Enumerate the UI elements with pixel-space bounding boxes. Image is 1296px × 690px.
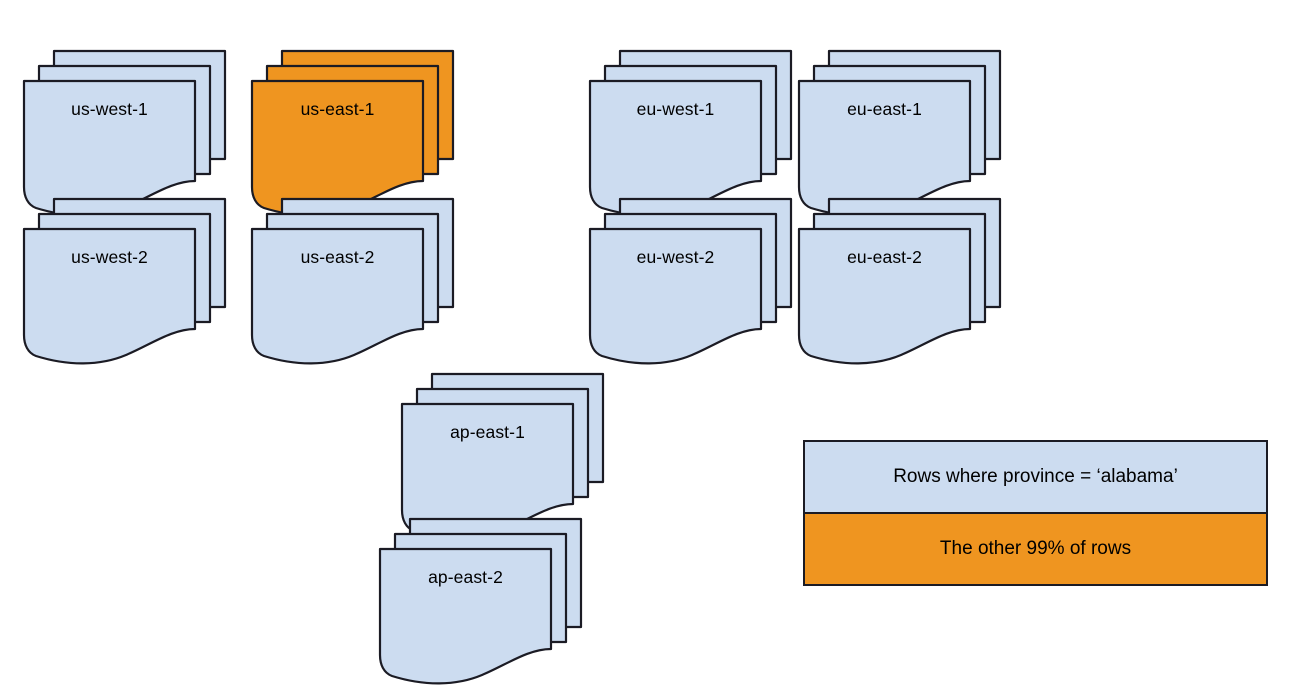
region-stack-eu-west-2[interactable]: eu-west-2 [588,195,803,370]
region-stack-ap-east-1[interactable]: ap-east-1 [400,370,615,545]
legend: Rows where province = ‘alabama’ The othe… [803,440,1268,586]
document-sheet-front [22,227,197,365]
legend-label-alabama: Rows where province = ‘alabama’ [893,466,1178,487]
document-stack-shape [400,372,605,540]
legend-label-other: The other 99% of rows [939,538,1132,559]
document-stack-shape [797,197,1002,365]
document-stack-shape [588,49,793,217]
document-stack-shape [378,517,583,685]
document-stack-shape [22,197,227,365]
region-stack-us-east-1[interactable]: us-east-1 [250,47,465,222]
region-stack-us-east-2[interactable]: us-east-2 [250,195,465,370]
document-sheet-front [250,227,425,365]
legend-row-alabama: Rows where province = ‘alabama’ [805,442,1266,514]
region-stack-us-west-2[interactable]: us-west-2 [22,195,237,370]
legend-row-other: The other 99% of rows [805,514,1266,584]
region-stack-ap-east-2[interactable]: ap-east-2 [378,515,593,690]
document-stack-shape [588,197,793,365]
document-stack-shape [22,49,227,217]
document-stack-shape [250,197,455,365]
document-stack-shape [797,49,1002,217]
region-stack-eu-east-2[interactable]: eu-east-2 [797,195,1012,370]
document-stack-shape [250,49,455,217]
document-sheet-front [797,227,972,365]
document-sheet-front [378,547,553,685]
region-stack-us-west-1[interactable]: us-west-1 [22,47,237,222]
document-sheet-front [588,227,763,365]
